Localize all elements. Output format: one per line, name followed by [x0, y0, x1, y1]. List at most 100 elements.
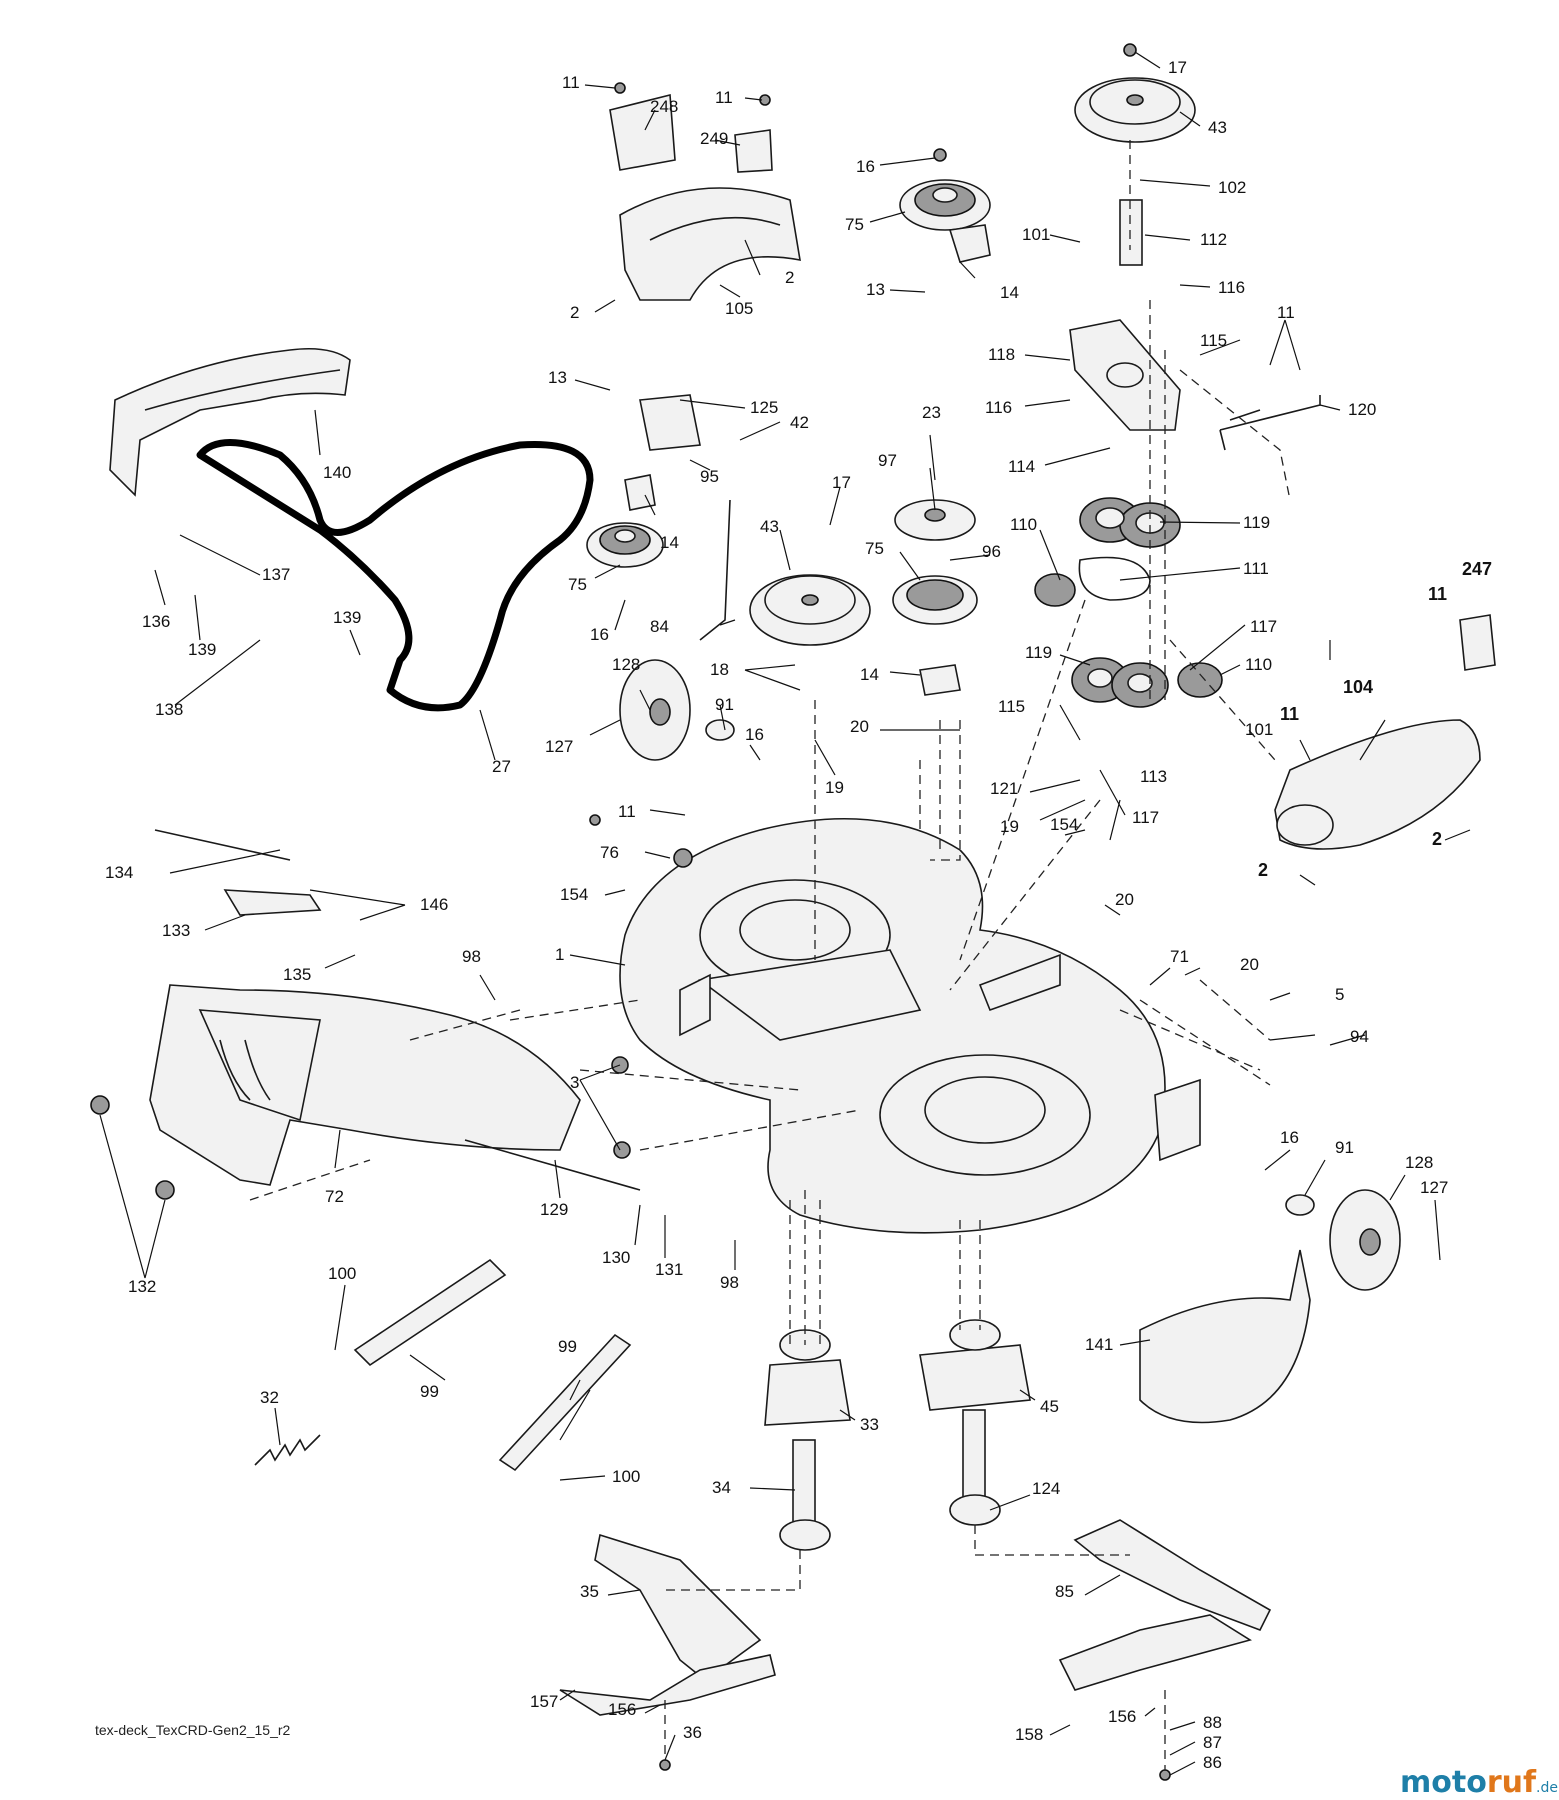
- wing-nut-132-a: [90, 1095, 110, 1115]
- callout-99: 99: [558, 1337, 577, 1356]
- lift-arm-99-right: [498, 1333, 632, 1472]
- callout-94: 94: [1350, 1027, 1369, 1046]
- callout-23: 23: [922, 403, 941, 422]
- leader-lines: [99, 51, 1471, 1776]
- callout-labels: 11 248 11 249 2 2 105 16 75 14 13 17 43 …: [105, 58, 1492, 1772]
- callout-5: 5: [1335, 985, 1344, 1004]
- callout-42: 42: [790, 413, 809, 432]
- callout-20: 20: [1240, 955, 1259, 974]
- callout-111: 111: [1243, 559, 1269, 578]
- gearbox-bracket: [1069, 319, 1181, 431]
- belt-guard-left: [109, 347, 351, 497]
- callout-11: 11: [618, 802, 636, 821]
- callout-115: 115: [998, 697, 1025, 716]
- callout-27: 27: [492, 757, 511, 776]
- callout-14: 14: [1000, 283, 1019, 302]
- callout-75: 75: [865, 539, 884, 558]
- callout-19: 19: [1000, 817, 1019, 836]
- callout-85: 85: [1055, 1582, 1074, 1601]
- callout-84: 84: [650, 617, 669, 636]
- callout-154: 154: [1050, 815, 1078, 834]
- bracket-133: [223, 889, 322, 916]
- callout-1: 1: [555, 945, 564, 964]
- callout-97: 97: [878, 451, 897, 470]
- bolt-86: [1159, 1769, 1171, 1781]
- callout-14: 14: [860, 665, 879, 684]
- callout-135: 135: [283, 965, 311, 984]
- callout-13: 13: [866, 280, 885, 299]
- watermark-logo: motoruf.de: [1400, 1765, 1558, 1800]
- blade-set-left: [559, 1533, 776, 1716]
- drive-pulley-top: [1074, 77, 1196, 266]
- callout-132: 132: [128, 1277, 156, 1296]
- callout-116: 116: [985, 398, 1012, 417]
- callout-11: 11: [1280, 704, 1299, 724]
- callout-2: 2: [1432, 829, 1442, 849]
- callout-156: 156: [608, 1700, 636, 1719]
- callout-141: 141: [1085, 1335, 1113, 1354]
- callout-101: 101: [1022, 225, 1050, 244]
- callout-116: 116: [1218, 278, 1245, 297]
- callout-32: 32: [260, 1388, 279, 1407]
- callout-19: 19: [825, 778, 844, 797]
- callout-113: 113: [1140, 767, 1167, 786]
- discharge-chute: [149, 984, 581, 1186]
- callout-110: 110: [1245, 655, 1272, 674]
- callout-117: 117: [1250, 617, 1277, 636]
- callout-16: 16: [1280, 1128, 1299, 1147]
- callout-18: 18: [710, 660, 729, 679]
- drawing-code: tex-deck_TexCRD-Gen2_15_r2: [95, 1722, 291, 1738]
- watermark-suffix: .de: [1536, 1780, 1558, 1796]
- callout-125: 125: [750, 398, 778, 417]
- callout-100: 100: [328, 1264, 356, 1283]
- callout-96: 96: [982, 542, 1001, 561]
- callout-43: 43: [1208, 118, 1227, 137]
- rod-129: [464, 1139, 641, 1191]
- wheel-left: [619, 659, 735, 761]
- callout-136: 136: [142, 612, 170, 631]
- callout-98: 98: [720, 1273, 739, 1292]
- bolt-11-a: [614, 82, 626, 94]
- callout-2: 2: [570, 303, 579, 322]
- callout-98: 98: [462, 947, 481, 966]
- callout-127: 127: [545, 737, 573, 756]
- drive-pulley-middle: [699, 499, 871, 646]
- drive-belt: [196, 439, 594, 712]
- callout-88: 88: [1203, 1713, 1222, 1732]
- callout-17: 17: [1168, 58, 1187, 77]
- callout-112: 112: [1200, 230, 1227, 249]
- wheel-right: [1285, 1189, 1401, 1291]
- assembly-lines: [249, 140, 1291, 1770]
- callout-86: 86: [1203, 1753, 1222, 1772]
- shield-141: [1139, 1249, 1311, 1424]
- callout-139: 139: [188, 640, 216, 659]
- callout-43: 43: [760, 517, 779, 536]
- callout-16: 16: [745, 725, 764, 744]
- callout-45: 45: [1040, 1397, 1059, 1416]
- callout-104: 104: [1343, 677, 1373, 697]
- callout-11: 11: [562, 73, 580, 92]
- spindle-housing-left: [764, 1329, 851, 1551]
- callout-11: 11: [715, 88, 733, 107]
- callout-16: 16: [856, 157, 875, 176]
- callout-134: 134: [105, 863, 133, 882]
- callout-117: 117: [1132, 808, 1159, 827]
- idler-pulley-right: [892, 499, 978, 696]
- callout-75: 75: [568, 575, 587, 594]
- callout-102: 102: [1218, 178, 1246, 197]
- callout-91: 91: [1335, 1138, 1354, 1157]
- callout-99: 99: [420, 1382, 439, 1401]
- callout-115: 115: [1200, 331, 1227, 350]
- callout-16: 16: [590, 625, 609, 644]
- callout-20: 20: [1115, 890, 1134, 909]
- spindle-housing-right: [919, 1319, 1031, 1526]
- idler-pulley-left: [586, 394, 701, 568]
- rod-134: [154, 829, 291, 861]
- nut-17: [1123, 43, 1137, 57]
- callout-34: 34: [712, 1478, 731, 1497]
- mower-deck-shell: [619, 818, 1201, 1234]
- callout-128: 128: [612, 655, 640, 674]
- callout-101: 101: [1245, 720, 1273, 739]
- callout-105: 105: [725, 299, 753, 318]
